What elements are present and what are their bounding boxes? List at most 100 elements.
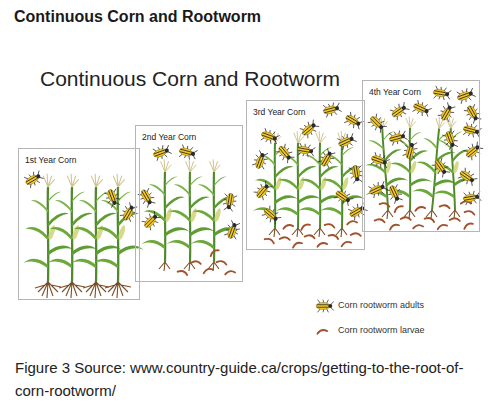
larva-icon xyxy=(317,329,327,333)
larva-icon xyxy=(280,236,290,240)
beetle-icon xyxy=(275,143,296,165)
beetle-icon xyxy=(252,150,270,171)
larva-icon xyxy=(203,268,213,273)
larva-icon xyxy=(305,234,315,239)
larva-icon xyxy=(341,241,351,246)
larva-icon xyxy=(217,260,227,266)
larva-icon xyxy=(317,242,327,246)
plant-icon xyxy=(93,174,143,282)
beetle-icon xyxy=(336,132,357,151)
beetle-icon xyxy=(178,144,198,161)
roots2-icon xyxy=(159,262,170,271)
larva-icon xyxy=(375,218,385,223)
roots2-icon xyxy=(184,262,195,271)
beetle-icon xyxy=(442,130,460,151)
beetle-icon xyxy=(253,180,274,202)
beetle-icon xyxy=(370,152,391,170)
plant-icon xyxy=(47,174,97,282)
larva-icon xyxy=(325,223,335,229)
larva-icon xyxy=(209,249,219,256)
page-heading: Continuous Corn and Rootworm xyxy=(14,8,261,26)
legend-entry: Corn rootworm larvae xyxy=(338,325,425,335)
year-4-plants xyxy=(360,115,477,219)
beetle-icon xyxy=(389,101,411,121)
roots2-icon xyxy=(336,228,347,237)
larva-icon xyxy=(178,269,188,276)
larva-icon xyxy=(463,222,473,229)
beetle-icon xyxy=(104,188,122,209)
legend-icons xyxy=(316,300,334,334)
plant-icon xyxy=(360,115,410,211)
plant-icon xyxy=(253,131,298,228)
roots-icon xyxy=(59,282,85,298)
beetle-icon xyxy=(322,101,342,118)
larva-icon xyxy=(401,216,411,220)
roots-icon xyxy=(105,282,131,298)
beetle-icon xyxy=(462,190,481,205)
roots2-icon xyxy=(382,210,393,219)
larva-icon xyxy=(283,224,293,228)
year-panel: 4th Year Corn xyxy=(362,80,480,232)
larva-icon xyxy=(450,217,460,221)
beetle-icon xyxy=(457,167,479,187)
plant-icon xyxy=(142,159,190,262)
beetle-icon xyxy=(411,99,432,118)
beetle-icon xyxy=(388,129,408,146)
larva-icon xyxy=(329,233,339,240)
beetle-icon xyxy=(152,143,173,161)
larva-icon xyxy=(300,223,310,230)
larva-icon xyxy=(347,221,357,225)
year-panel: 3rd Year Corn xyxy=(246,100,365,250)
larva-icon xyxy=(225,271,235,275)
larva-icon xyxy=(415,206,425,210)
plant-icon xyxy=(191,159,239,262)
plant-icon xyxy=(298,131,343,228)
larvae xyxy=(178,201,475,276)
beetle-icon xyxy=(456,86,477,104)
beetle-icon xyxy=(463,140,485,161)
roots2-icon xyxy=(269,228,280,237)
larva-icon xyxy=(389,224,399,230)
beetles xyxy=(23,86,484,241)
larva-icon xyxy=(440,204,450,209)
year-panel: 2nd Year Corn xyxy=(135,125,243,282)
year-2-plants xyxy=(142,159,239,271)
beetle-icon xyxy=(317,147,337,168)
beetle-icon xyxy=(431,157,451,179)
larva-icon xyxy=(380,202,390,208)
larva-icon xyxy=(191,260,201,264)
beetle-icon xyxy=(222,192,237,211)
legend-text: Corn rootworm larvae xyxy=(338,325,425,335)
beetle-icon xyxy=(367,180,388,199)
larva-icon xyxy=(413,225,423,229)
legend-entry: Corn rootworm adults xyxy=(338,300,424,310)
roots-icon xyxy=(35,282,61,298)
beetle-icon xyxy=(367,113,388,134)
beetle-icon xyxy=(141,210,162,231)
year-panel: 1st Year Corn xyxy=(18,148,140,300)
year-3-plants xyxy=(253,131,365,237)
plant-icon xyxy=(276,131,321,228)
beetle-icon xyxy=(261,205,283,226)
legend-text: Corn rootworm adults xyxy=(338,300,424,310)
panel-label: 4th Year Corn xyxy=(363,83,421,97)
beetle-icon xyxy=(333,187,355,207)
panel-label: 2nd Year Corn xyxy=(136,128,196,142)
beetle-icon xyxy=(299,118,321,139)
roots2-icon xyxy=(314,228,325,237)
beetle-icon xyxy=(347,201,368,221)
larva-icon xyxy=(425,216,435,223)
larva-icon xyxy=(437,224,447,229)
beetle-icon xyxy=(260,128,281,146)
larva-icon xyxy=(465,210,475,216)
beetle-icon xyxy=(437,101,457,122)
figure-caption: Figure 3 Source: www.country-guide.ca/cr… xyxy=(15,356,470,402)
larva-icon xyxy=(351,232,361,236)
figure-title: Continuous Corn and Rootworm xyxy=(40,67,340,91)
beetle-icon xyxy=(385,183,404,204)
beetle-icon xyxy=(316,300,334,313)
panel-label: 1st Year Corn xyxy=(19,151,77,165)
